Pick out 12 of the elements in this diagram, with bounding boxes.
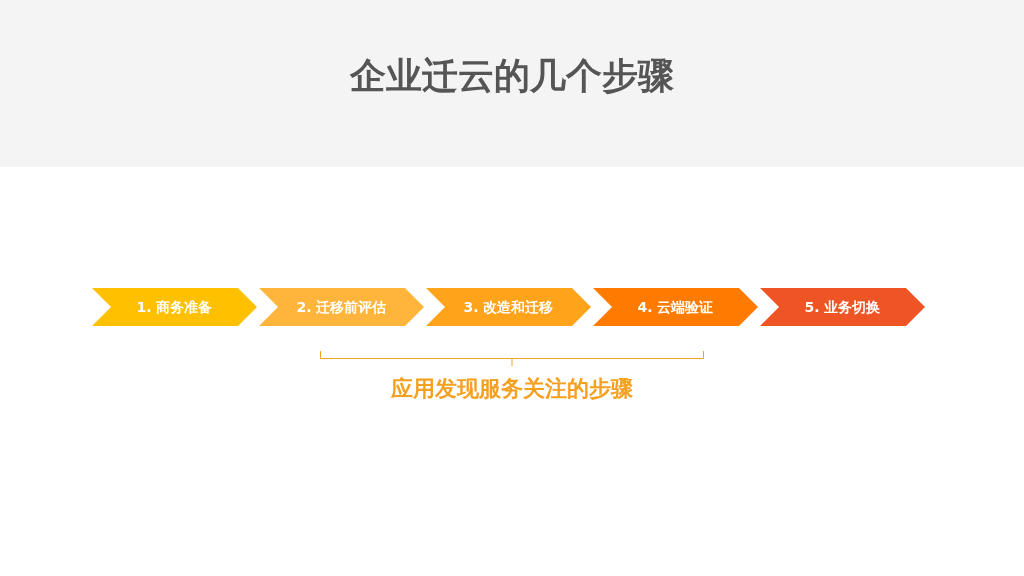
process-step (426, 288, 591, 326)
step-label: 3. 改造和迁移 (462, 298, 555, 317)
title: 企业迁云的几个步骤 (349, 54, 675, 98)
process-step (760, 288, 925, 326)
step-label: 1. 商务准备 (135, 298, 214, 317)
bracket-caption: 应用发现服务关注的步骤 (390, 375, 634, 403)
process-step (92, 288, 257, 326)
step-label: 2. 迁移前评估 (295, 298, 388, 317)
step-label: 4. 云端验证 (636, 298, 715, 317)
process-step (259, 288, 424, 326)
step-label: 5. 业务切换 (803, 298, 882, 317)
process-step (593, 288, 758, 326)
